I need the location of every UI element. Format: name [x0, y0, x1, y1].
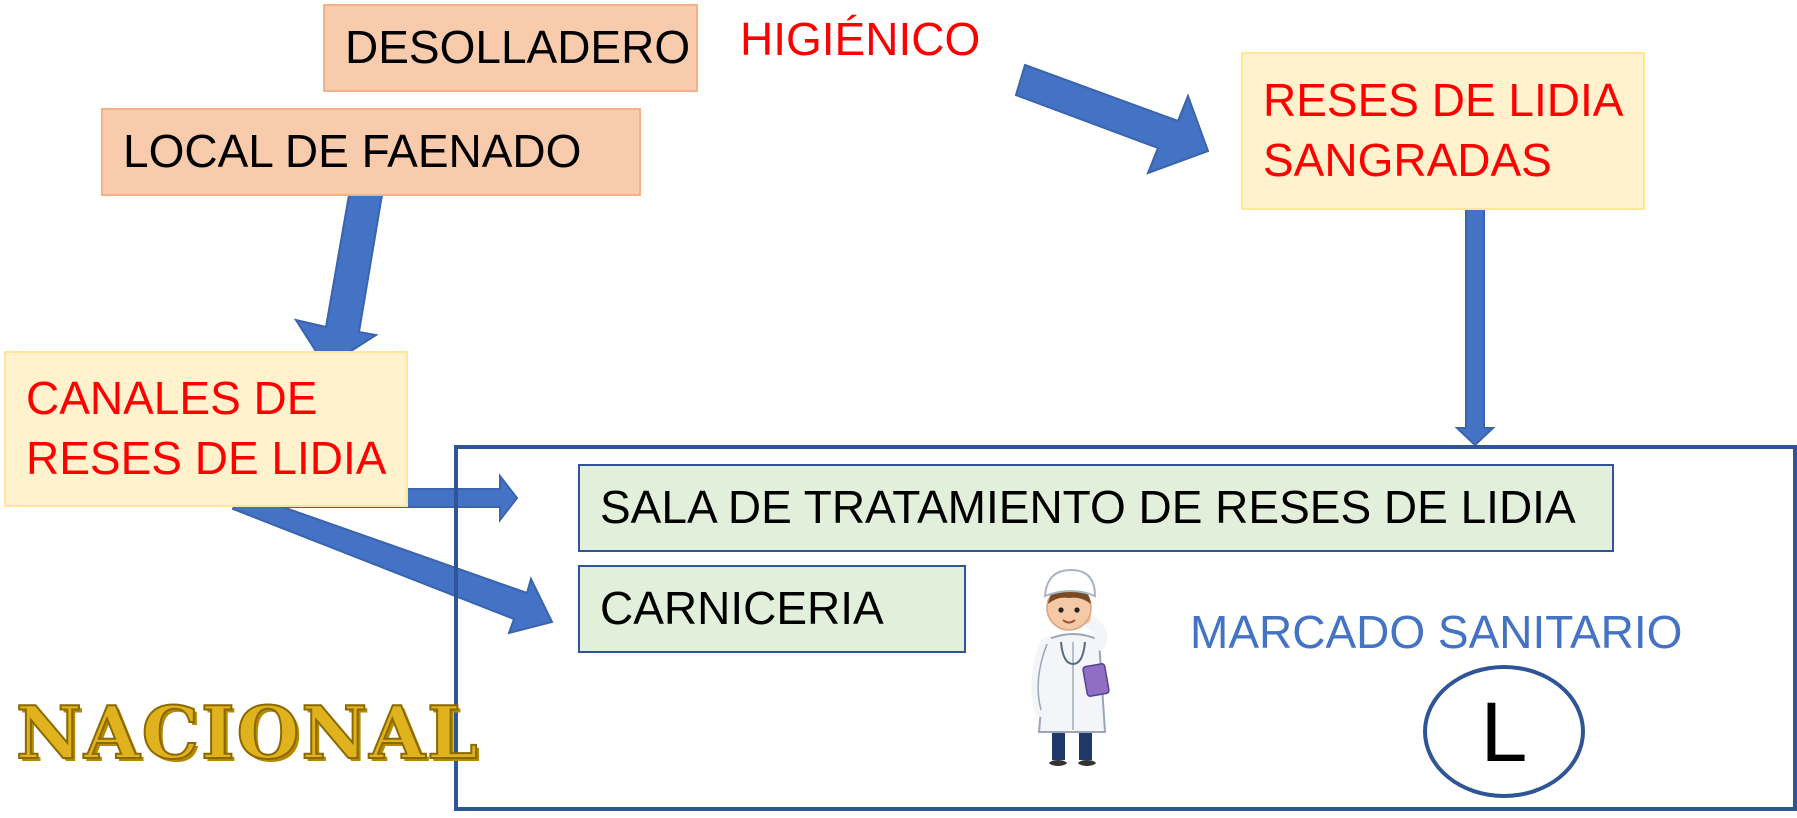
- box-desolladero: DESOLLADERO: [323, 4, 698, 92]
- sanitary-mark-oval: L: [1423, 665, 1585, 798]
- box-canales: CANALES DE RESES DE LIDIA: [4, 351, 408, 507]
- sala-tratamiento-label: SALA DE TRATAMIENTO DE RESES DE LIDIA: [600, 481, 1576, 534]
- box-sala-tratamiento: SALA DE TRATAMIENTO DE RESES DE LIDIA: [578, 464, 1614, 552]
- arrow-to-reses-sangradas: [1014, 63, 1210, 175]
- box-carniceria: CARNICERIA: [578, 565, 966, 653]
- local-faenado-label: LOCAL DE FAENADO: [123, 125, 582, 178]
- main-frame: [454, 445, 1797, 811]
- reses-sangradas-label: RESES DE LIDIA SANGRADAS: [1263, 74, 1624, 186]
- box-local-faenado: LOCAL DE FAENADO: [101, 108, 641, 196]
- arrow-to-main-frame: [1454, 207, 1496, 447]
- nacional-label: NACIONAL: [15, 689, 480, 776]
- higienico-label: HIGIÉNICO: [740, 13, 981, 65]
- marcado-sanitario-label: MARCADO SANITARIO: [1190, 606, 1683, 658]
- doctor-icon: [1031, 568, 1110, 774]
- carniceria-label: CARNICERIA: [600, 582, 884, 635]
- canales-label: CANALES DE RESES DE LIDIA: [26, 372, 387, 484]
- box-reses-sangradas: RESES DE LIDIA SANGRADAS: [1241, 52, 1645, 210]
- arrow-to-carniceria: [231, 490, 554, 635]
- sanitary-mark-letter: L: [1480, 684, 1528, 779]
- desolladero-label: DESOLLADERO: [345, 21, 691, 74]
- arrow-to-canales: [293, 170, 387, 369]
